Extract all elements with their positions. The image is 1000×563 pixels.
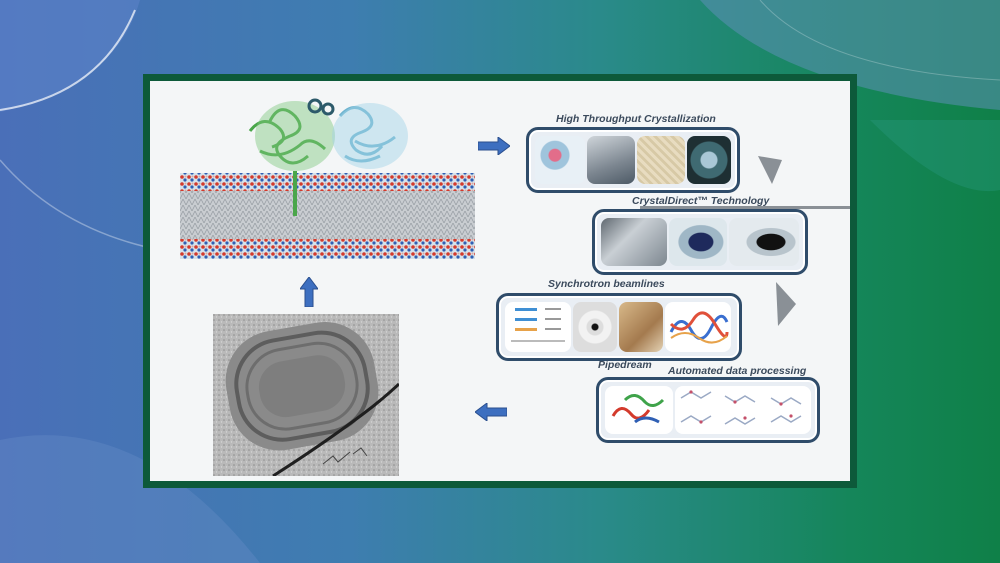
- beamline-software-image: [505, 302, 571, 352]
- stage-title-pipedream: Pipedream: [598, 359, 652, 371]
- membrane-protein-illustration: [180, 98, 475, 259]
- crystallization-plate-image: [535, 136, 585, 184]
- diffraction-pattern-image: [573, 302, 617, 352]
- stage-box-crystallization: [526, 127, 740, 193]
- crystal-mount-image: [619, 302, 663, 352]
- crystaldirect-robot-image: [601, 218, 667, 266]
- triangle-down-icon: [776, 282, 796, 326]
- crystal-drop-image: [687, 136, 731, 184]
- electron-micrograph: [213, 314, 399, 476]
- connector-line: [640, 206, 850, 209]
- harvest-drop-image: [669, 218, 727, 266]
- stage-title-synchrotron: Synchrotron beamlines: [548, 278, 665, 290]
- triangle-down-icon: [758, 156, 782, 184]
- robot-image: [587, 136, 635, 184]
- stage-box-crystaldirect: [592, 209, 808, 275]
- plate-wells-image: [637, 136, 685, 184]
- stage-title-processing: Automated data processing: [668, 365, 807, 377]
- arrow-right-icon: [478, 137, 510, 155]
- laser-harvest-image: [729, 218, 799, 266]
- stage-title-crystallization: High Throughput Crystallization: [556, 113, 716, 125]
- data-plot-image: [665, 302, 731, 352]
- stage-box-processing: [596, 377, 820, 443]
- workflow-panel: High Throughput Crystallization CrystalD…: [150, 81, 850, 481]
- electron-density-image: [675, 386, 811, 434]
- arrow-up-icon: [300, 277, 318, 307]
- stage-box-synchrotron: [496, 293, 742, 361]
- stage-title-crystaldirect: CrystalDirect™ Technology: [632, 195, 770, 207]
- arrow-left-icon: [475, 403, 507, 421]
- protein-model-image: [605, 386, 673, 434]
